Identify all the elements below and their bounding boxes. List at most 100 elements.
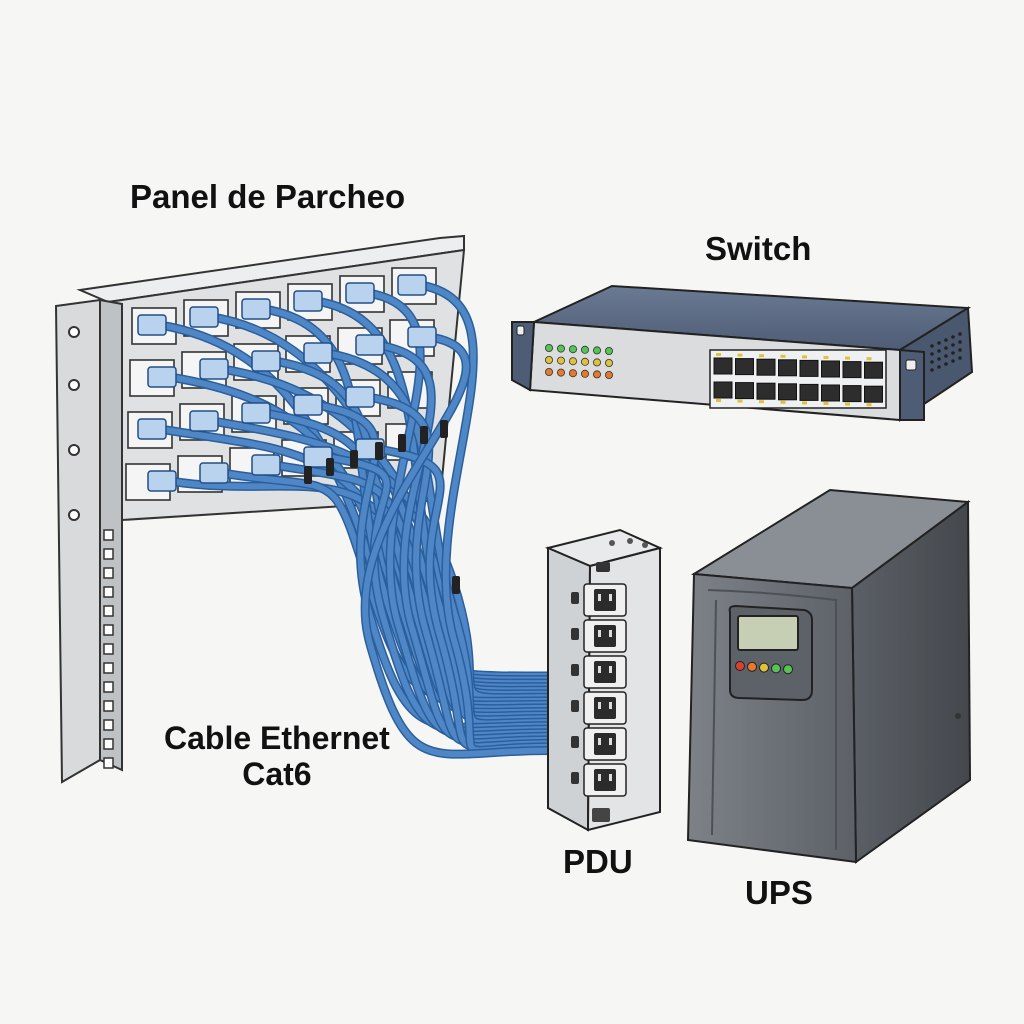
rj45-plug-icon [345, 282, 375, 304]
status-led-icon [545, 367, 554, 376]
port-led-icon [780, 354, 786, 358]
rail-slot [103, 605, 114, 617]
rj45-jack-icon [756, 382, 776, 400]
rj45-jack-icon [756, 358, 776, 376]
cable-tie-icon [398, 434, 406, 452]
status-led-icon [759, 662, 769, 673]
outlet-indicator [571, 700, 579, 712]
label-ups: UPS [745, 874, 813, 911]
status-led-icon [557, 368, 566, 377]
rj45-jack-icon [864, 361, 883, 379]
rail-hole [68, 444, 80, 456]
status-led-icon [557, 356, 566, 365]
outlet-socket [594, 589, 616, 611]
pdu-breaker [592, 808, 610, 822]
port-led-icon [802, 401, 807, 405]
vent-hole [951, 359, 955, 363]
switch-ports [709, 349, 887, 409]
status-led-icon [569, 369, 578, 378]
rj45-plug-icon [397, 274, 427, 296]
outlet-socket [594, 697, 616, 719]
status-led-icon [545, 343, 554, 352]
cable-ties [304, 420, 460, 594]
status-led-icon [557, 344, 566, 353]
outlet-pin [598, 774, 601, 781]
rail-slot [103, 643, 114, 655]
rj45-plug-icon [147, 366, 177, 388]
pdu [544, 528, 664, 832]
status-led-icon [581, 345, 590, 354]
rack-rail [54, 298, 101, 784]
cable-tie-icon [440, 420, 448, 438]
label-pdu: PDU [563, 843, 633, 880]
ups-indicator-leds [735, 661, 793, 675]
outlet-indicator [571, 592, 579, 604]
vent-hole [958, 332, 962, 336]
vent-hole [930, 344, 934, 348]
rail-slot [103, 681, 114, 693]
port-led-icon [845, 402, 850, 406]
rack-ear-left [511, 321, 536, 392]
rj45-jack-icon [842, 361, 862, 379]
rj45-plugs [137, 274, 437, 492]
cable-tie-icon [452, 576, 460, 594]
status-led-icon [569, 345, 578, 354]
rj45-jack-icon [713, 357, 733, 375]
rj45-jack-icon [799, 383, 819, 401]
outlet-pin [609, 666, 612, 673]
cable-tie-icon [350, 450, 358, 468]
outlet-pin [598, 666, 601, 673]
rj45-plug-icon [189, 306, 219, 328]
status-led-icon [593, 370, 602, 379]
rj45-plug-icon [345, 386, 375, 408]
port-led-icon [737, 353, 743, 357]
port-led-icon [802, 355, 807, 359]
network-switch [511, 284, 974, 422]
outlet-pin [598, 702, 601, 709]
rj45-plug-icon [303, 342, 333, 364]
vent-hole [930, 360, 934, 364]
outlet-pin [609, 630, 612, 637]
rj45-plug-icon [199, 462, 229, 484]
label-switch: Switch [705, 230, 812, 267]
vent-hole [944, 338, 948, 342]
switch-vents [930, 332, 962, 372]
rj45-plug-icon [147, 470, 177, 492]
vent-hole [937, 341, 941, 345]
outlet-pin [609, 594, 612, 601]
rail-hole [68, 326, 80, 338]
rail-slot [103, 548, 114, 560]
outlet-pin [598, 738, 601, 745]
rj45-plug-icon [241, 298, 271, 320]
rj45-jack-icon [735, 382, 754, 400]
outlet-socket [594, 769, 616, 791]
rail-slot [103, 757, 114, 769]
vent-hole [958, 356, 962, 360]
status-led-icon [593, 346, 602, 355]
rj45-jack-icon [821, 360, 840, 378]
vent-hole [951, 351, 955, 355]
outlet-pin [598, 630, 601, 637]
rail-hole [68, 379, 80, 391]
rail-slot [103, 624, 114, 636]
label-cable-line2: Cat6 [242, 756, 312, 792]
vent-hole [944, 362, 948, 366]
rj45-plug-icon [293, 290, 323, 312]
port-led-icon [716, 399, 721, 402]
rj45-jack-icon [778, 383, 797, 401]
rj45-jack-icon [864, 385, 883, 403]
rj45-plug-icon [407, 326, 437, 348]
port-led-icon [866, 403, 872, 407]
outlet-socket [594, 661, 616, 683]
rail-slot [103, 586, 114, 598]
rj45-plug-icon [189, 410, 219, 432]
label-cable: Cable Ethernet Cat6 [164, 720, 390, 792]
port-led-icon [845, 356, 850, 360]
cable-tie-icon [420, 426, 428, 444]
rail-slot [103, 700, 114, 712]
outlet-socket [594, 625, 616, 647]
rail-slot [103, 529, 114, 541]
status-led-icon [581, 357, 590, 366]
rj45-jack-icon [778, 359, 797, 377]
